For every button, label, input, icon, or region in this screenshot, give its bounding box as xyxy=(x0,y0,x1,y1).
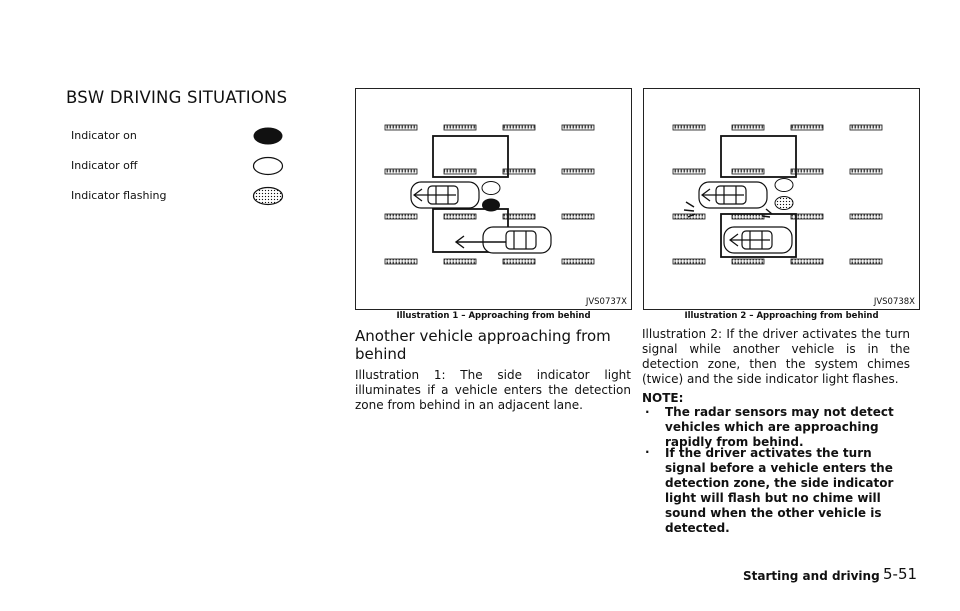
legend-label-on: Indicator on xyxy=(71,129,137,142)
figure-2: JVS0738X xyxy=(643,88,920,310)
bullet-marker-2: . xyxy=(645,442,650,456)
figure-1-drawing xyxy=(384,124,595,265)
page-number: 5-51 xyxy=(883,565,918,583)
section-title: BSW DRIVING SITUATIONS xyxy=(66,88,288,107)
figure-1-caption: Illustration 1 – Approaching from behind xyxy=(396,311,591,321)
indicator-off-icon xyxy=(252,156,284,176)
subheading: Another vehicle approaching from behind xyxy=(355,327,611,363)
note-item-2: If the driver activates the turn signal … xyxy=(665,446,894,535)
bullet-marker-1: . xyxy=(645,402,650,416)
figure-1-code: JVS0737X xyxy=(585,297,627,307)
car-lower xyxy=(482,226,552,254)
figure-2-caption: Illustration 2 – Approaching from behind xyxy=(684,311,879,321)
paragraph-illustration-2: Illustration 2: If the driver activates … xyxy=(642,327,910,386)
indicator-flashing-icon xyxy=(252,186,284,206)
legend-label-off: Indicator off xyxy=(71,159,138,172)
figure-2-drawing xyxy=(672,124,883,265)
footer-section: Starting and driving xyxy=(743,569,880,583)
turn-signal-marks xyxy=(683,201,696,218)
figure-2-code: JVS0738X xyxy=(873,297,915,307)
note-item-1: The radar sensors may not detect vehicle… xyxy=(665,405,894,449)
note-label: NOTE: xyxy=(642,391,684,405)
indicator-on-icon xyxy=(253,127,283,145)
paragraph-illustration-1: Illustration 1: The side indicator light… xyxy=(355,368,631,412)
figure-1: JVS0737X xyxy=(355,88,632,310)
legend-label-flashing: Indicator flashing xyxy=(71,189,167,202)
